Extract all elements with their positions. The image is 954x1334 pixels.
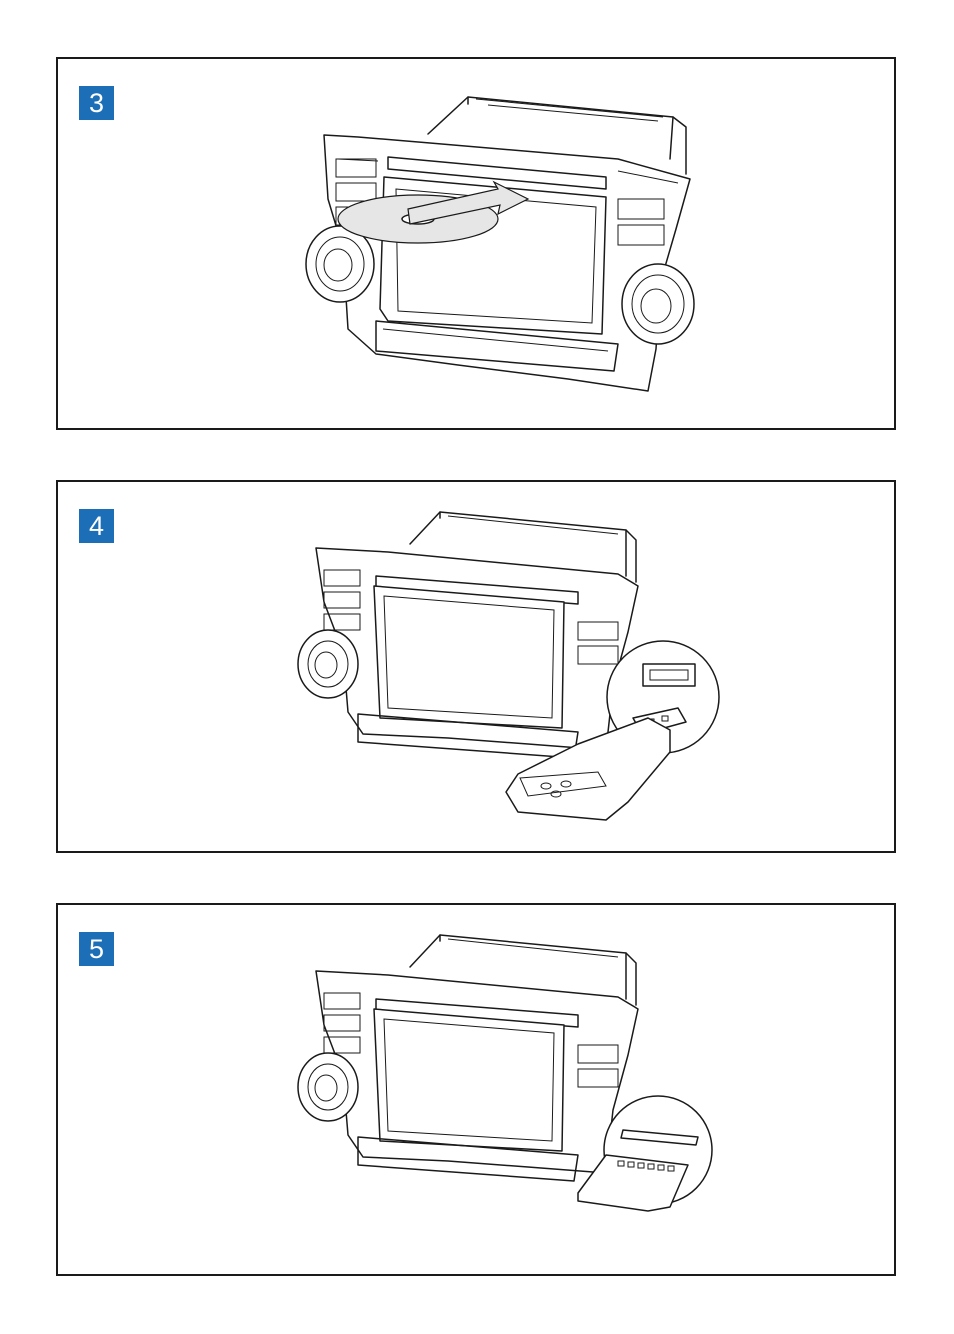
head-unit-usb-illustration bbox=[58, 482, 894, 851]
step-3-panel: 3 bbox=[56, 57, 896, 430]
head-unit-sd-illustration bbox=[58, 905, 894, 1274]
head-unit-disc-illustration bbox=[58, 59, 894, 428]
head-unit bbox=[324, 97, 690, 391]
step-5-panel: 5 bbox=[56, 903, 896, 1276]
left-knob bbox=[298, 630, 358, 698]
right-knob bbox=[622, 264, 694, 344]
head-unit bbox=[316, 935, 638, 1181]
head-unit bbox=[316, 512, 638, 758]
left-knob bbox=[306, 226, 374, 302]
left-knob bbox=[298, 1053, 358, 1121]
step-4-panel: 4 bbox=[56, 480, 896, 853]
